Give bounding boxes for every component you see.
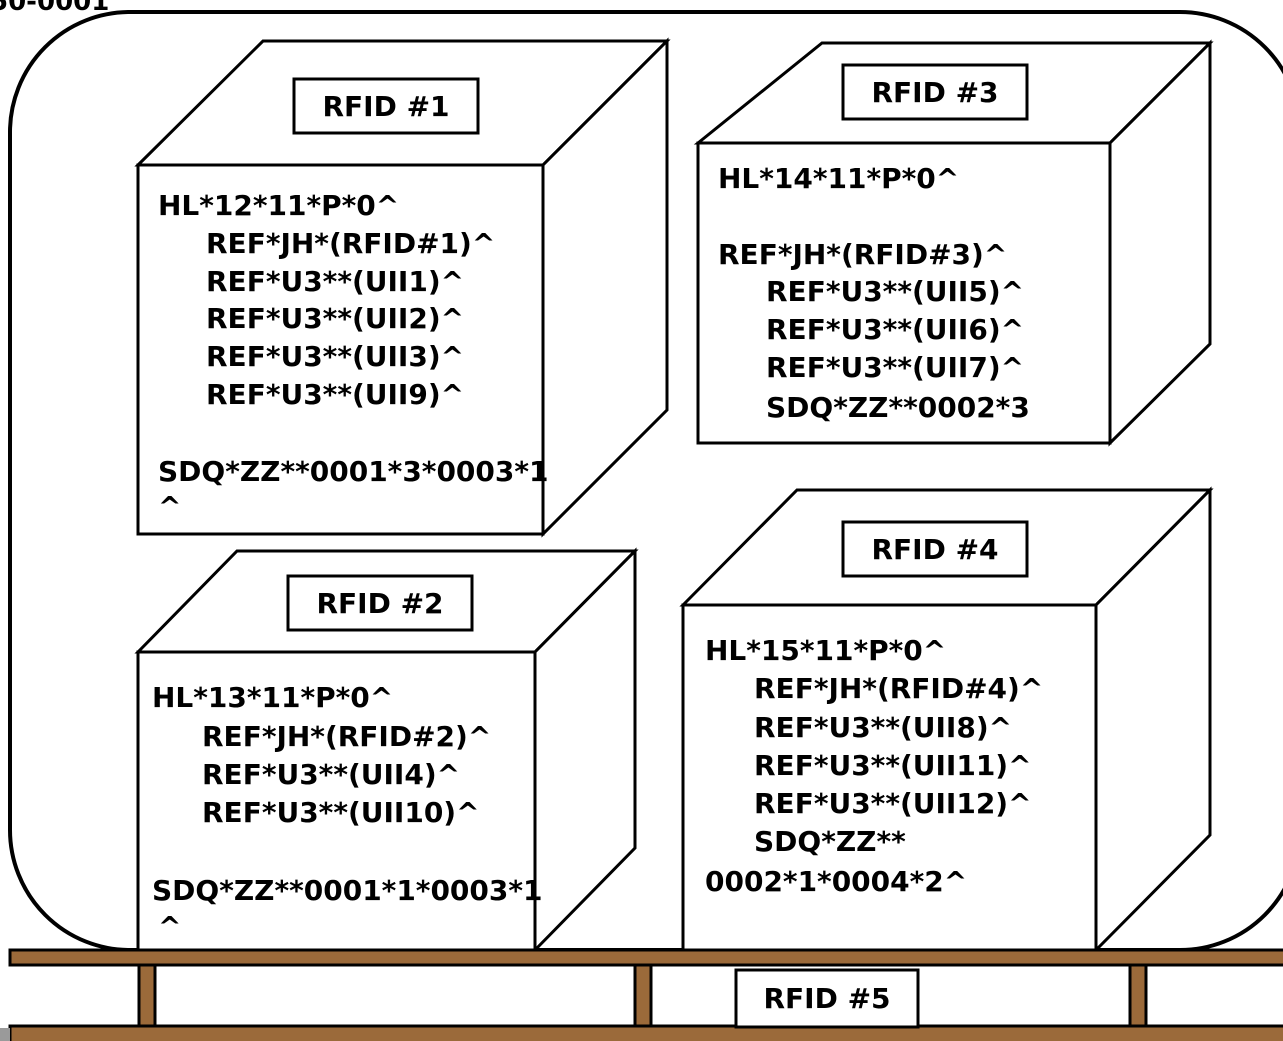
edi-line: REF*U3**(UII10)^ xyxy=(202,796,480,829)
box-3-rfid-tag-label: RFID #3 xyxy=(871,76,998,109)
edi-line: REF*U3**(UII4)^ xyxy=(202,758,460,791)
edi-line: REF*U3**(UII8)^ xyxy=(754,711,1012,744)
box-3-rfid-tag xyxy=(841,63,1029,121)
edi-line: REF*U3**(UII2)^ xyxy=(206,302,464,335)
corner-label: 50-0001 xyxy=(0,0,109,17)
edi-line: HL*13*11*P*0^ xyxy=(152,681,393,714)
box-2-rfid-tag xyxy=(286,574,474,632)
pallet-leg-right xyxy=(1128,963,1148,1028)
pallet-bottom-shadow xyxy=(0,1028,10,1041)
pallet-rfid-tag-label: RFID #5 xyxy=(763,982,890,1015)
box-rfid-4: RFID #4 HL*15*11*P*0^ REF*JH*(RFID#4)^ R… xyxy=(679,486,1214,954)
box-4-rfid-tag-label: RFID #4 xyxy=(871,533,998,566)
box-1-rfid-tag-label: RFID #1 xyxy=(322,90,449,123)
edi-line: REF*JH*(RFID#2)^ xyxy=(202,720,491,753)
edi-line: REF*JH*(RFID#1)^ xyxy=(206,227,495,260)
edi-line: REF*U3**(UII1)^ xyxy=(206,265,464,298)
box-1-rfid-tag xyxy=(292,77,480,135)
pallet-leg-left xyxy=(137,963,157,1028)
edi-line: REF*U3**(UII9)^ xyxy=(206,378,464,411)
edi-line: 0002*1*0004*2^ xyxy=(705,865,967,898)
edi-line: REF*U3**(UII7)^ xyxy=(766,351,1024,384)
pallet: RFID #5 xyxy=(0,948,1283,1041)
box-4-front-face xyxy=(681,603,1098,952)
edi-line: SDQ*ZZ**0001*1*0003*1 xyxy=(152,874,543,907)
edi-line: REF*JH*(RFID#4)^ xyxy=(754,672,1043,705)
box-1-edi-text: HL*12*11*P*0^ REF*JH*(RFID#1)^ REF*U3**(… xyxy=(158,189,558,523)
edi-line: HL*14*11*P*0^ xyxy=(718,162,959,195)
edi-line: REF*U3**(UII5)^ xyxy=(766,275,1024,308)
box-2-edi-text: HL*13*11*P*0^ REF*JH*(RFID#2)^ REF*U3**(… xyxy=(152,681,552,943)
box-rfid-1: RFID #1 HL*12*11*P*0^ REF*JH*(RFID#1)^ R… xyxy=(134,37,671,538)
edi-line: REF*U3**(UII6)^ xyxy=(766,313,1024,346)
edi-line: SDQ*ZZ**0002*3 xyxy=(766,391,1030,424)
pallet-top-deck xyxy=(8,948,1283,967)
edi-line: REF*U3**(UII12)^ xyxy=(754,787,1032,820)
box-3-edi-text: HL*14*11*P*0^ REF*JH*(RFID#3)^ REF*U3**(… xyxy=(718,162,1034,424)
box-rfid-3: RFID #3 HL*14*11*P*0^ REF*JH*(RFID#3)^ R… xyxy=(693,39,1214,447)
edi-line: REF*U3**(UII3)^ xyxy=(206,340,464,373)
pallet-rfid-tag xyxy=(734,968,920,1029)
edi-line: ^ xyxy=(158,490,181,523)
edi-line: REF*JH*(RFID#3)^ xyxy=(718,238,1007,271)
box-rfid-2: RFID #2 HL*13*11*P*0^ REF*JH*(RFID#2)^ R… xyxy=(134,547,639,954)
pallet-bottom-deck xyxy=(8,1024,1283,1041)
edi-line: ^ xyxy=(158,910,181,943)
edi-line: SDQ*ZZ**0001*3*0003*1 xyxy=(158,455,549,488)
edi-line: REF*U3**(UII11)^ xyxy=(754,749,1032,782)
edi-line: SDQ*ZZ** xyxy=(754,825,906,858)
box-1-front-face xyxy=(136,163,545,536)
box-4-rfid-tag xyxy=(841,520,1029,578)
pallet-leg-middle xyxy=(633,963,653,1028)
edi-line: HL*15*11*P*0^ xyxy=(705,634,946,667)
box-4-edi-text: HL*15*11*P*0^ REF*JH*(RFID#4)^ REF*U3**(… xyxy=(705,634,1053,898)
box-2-rfid-tag-label: RFID #2 xyxy=(316,587,443,620)
box-3-front-face xyxy=(696,141,1112,445)
edi-line: HL*12*11*P*0^ xyxy=(158,189,399,222)
